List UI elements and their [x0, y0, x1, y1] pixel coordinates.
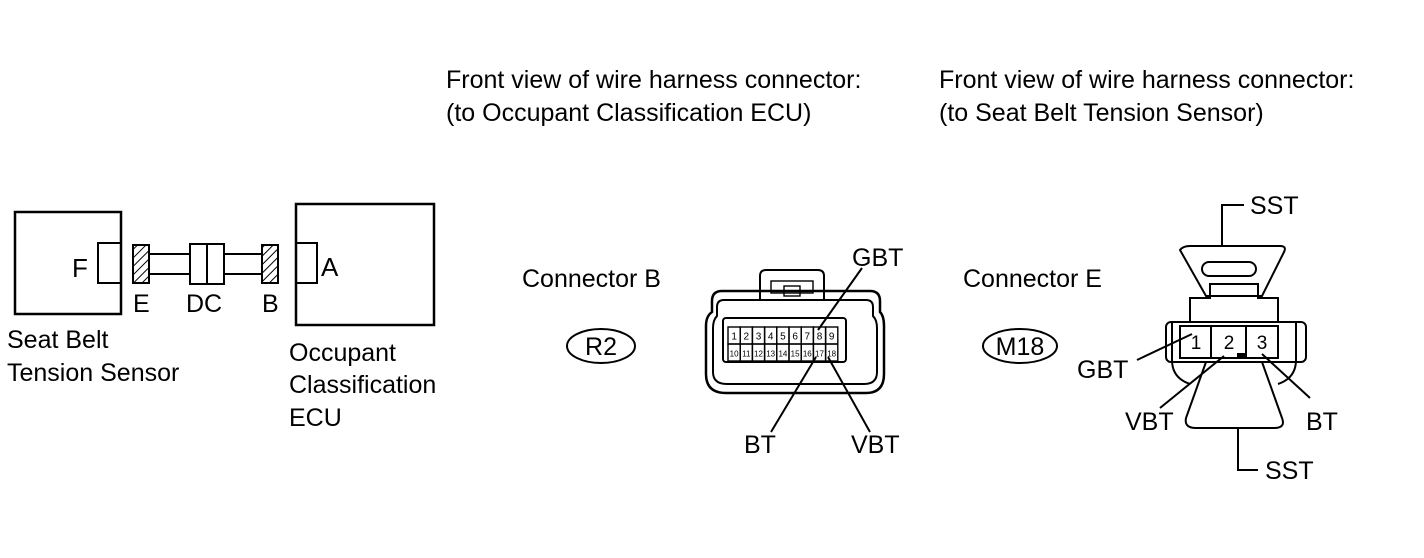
connector-e-housing — [1189, 283, 1279, 322]
harness-wire-left — [148, 253, 191, 275]
connector-code-r2: R2 — [585, 333, 617, 361]
terminal-bt-e: BT — [1306, 408, 1338, 436]
terminal-sst-bottom: SST — [1265, 457, 1314, 485]
sensor-label-line1: Seat Belt — [7, 326, 109, 354]
connector-b-pin-number: 4 — [768, 332, 774, 343]
connector-b-pin-number: 7 — [805, 332, 811, 343]
connector-b-pin-number: 8 — [817, 332, 823, 343]
connector-b-latch-tab — [770, 280, 814, 294]
connector-b-pin-number: 3 — [756, 332, 762, 343]
connector-b-view: Front view of wire harness connector: (t… — [446, 66, 903, 459]
leader-sst-bottom — [1237, 428, 1258, 471]
block-diagram: F A E DC B Seat Belt Tension Sensor Occu… — [7, 202, 436, 432]
connector-b-name: Connector B — [522, 265, 661, 293]
sensor-connector-socket — [97, 242, 122, 284]
connector-e-key — [1237, 353, 1246, 359]
ecu-label-line3: ECU — [289, 404, 342, 432]
connector-b-pin-number: 12 — [754, 350, 763, 359]
pin-e-1: 1 — [1191, 333, 1202, 354]
caption-b-line2: (to Occupant Classification ECU) — [446, 99, 811, 127]
sst-top-funnel — [1178, 245, 1286, 297]
seat-belt-sensor-box — [13, 210, 123, 316]
harness-wire-right — [223, 253, 263, 275]
ecu-label-line1: Occupant — [289, 339, 396, 367]
leader-gbt-e — [1136, 333, 1193, 361]
leader-bt-b — [770, 356, 817, 433]
connector-b-pin-number: 2 — [744, 332, 750, 343]
caption-e-line1: Front view of wire harness connector: — [939, 66, 1354, 94]
connector-b-latch-lock — [783, 285, 801, 297]
connector-code-m18: M18 — [996, 333, 1045, 361]
pin-e-2: 2 — [1224, 333, 1235, 354]
connector-b-pin-cell — [824, 343, 839, 362]
ecu-label-line2: Classification — [289, 371, 436, 399]
connector-b-pin-number: 6 — [792, 332, 798, 343]
connector-b-pin-number: 5 — [780, 332, 786, 343]
terminal-vbt-b: VBT — [851, 431, 900, 459]
connector-e-body — [1165, 321, 1307, 363]
connector-b-cavity — [722, 317, 847, 363]
connector-label-dc: DC — [186, 290, 222, 318]
leader-vbt-b — [827, 356, 871, 433]
connector-e-hatched — [132, 244, 150, 284]
connector-e-name: Connector E — [963, 265, 1102, 293]
terminal-vbt-e: VBT — [1125, 408, 1174, 436]
ecu-connector-socket — [295, 242, 318, 284]
connector-b-pin-number: 17 — [815, 350, 824, 359]
connector-code-oval-e — [982, 328, 1058, 364]
connector-e-view: Front view of wire harness connector: (t… — [939, 66, 1354, 485]
connector-b-latch — [759, 269, 825, 300]
terminal-bt-b: BT — [744, 431, 776, 459]
connector-code-oval — [566, 328, 636, 364]
caption-e-line2: (to Seat Belt Tension Sensor) — [939, 99, 1264, 127]
leader-bt-e — [1261, 353, 1311, 399]
connector-e-side-left — [1171, 322, 1191, 385]
sst-bottom-funnel — [1184, 361, 1284, 429]
connector-b-pin-number: 1 — [731, 332, 737, 343]
leader-gbt-b — [817, 267, 863, 331]
pin-e-3: 3 — [1257, 333, 1268, 354]
leader-vbt-e — [1159, 355, 1225, 409]
connector-b-pin-number: 18 — [827, 350, 836, 359]
terminal-gbt-e: GBT — [1077, 356, 1128, 384]
leader-sst-top — [1221, 204, 1244, 246]
connector-e-pin-frame — [1179, 325, 1279, 359]
connector-b-pin-number: 11 — [742, 350, 751, 359]
occupant-classification-ecu-box — [294, 202, 436, 327]
ecu-box-letter: A — [321, 252, 339, 282]
sensor-box-letter: F — [72, 253, 88, 283]
connector-e-side-right — [1277, 322, 1297, 385]
connector-label-b: B — [262, 290, 279, 318]
sensor-label-line2: Tension Sensor — [7, 359, 179, 387]
connector-b-housing-outer — [704, 289, 886, 395]
connector-b-pin-number: 10 — [730, 350, 739, 359]
connector-b-pin-number: 16 — [803, 350, 812, 359]
connector-b-pin-number: 15 — [791, 350, 800, 359]
connector-b-housing-inner — [712, 299, 878, 385]
sst-top-slot — [1201, 261, 1257, 277]
terminal-gbt-b: GBT — [852, 244, 903, 272]
terminal-sst-top: SST — [1250, 192, 1299, 220]
connector-b-pin-number: 9 — [829, 332, 835, 343]
connector-b-hatched — [261, 244, 279, 284]
connector-b-pin-number: 14 — [778, 350, 787, 359]
connector-label-e: E — [133, 290, 150, 318]
connector-b-pin-number: 13 — [766, 350, 775, 359]
caption-b-line1: Front view of wire harness connector: — [446, 66, 861, 94]
